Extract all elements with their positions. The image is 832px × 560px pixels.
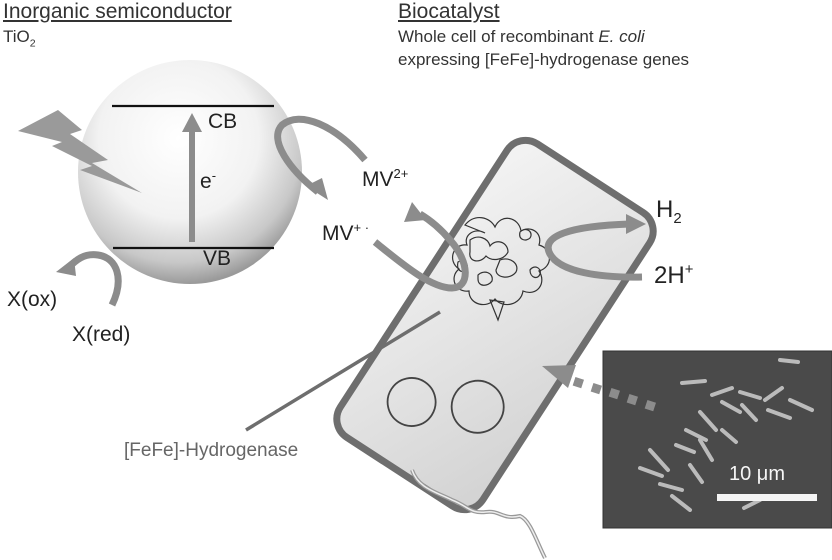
scale-bar-label: 10 μm (729, 463, 785, 485)
h2-label: H2 (656, 196, 682, 227)
cb-label: CB (208, 110, 238, 133)
micrograph-image (602, 350, 832, 529)
flagellum-highlight (411, 469, 546, 559)
mv-oxidized-label: MV2+ (362, 166, 408, 192)
vb-label: VB (203, 247, 232, 270)
micrograph-cells (638, 358, 814, 512)
proton-reduction-arrow (544, 220, 643, 281)
mv-reduced-symbol: MV (322, 222, 354, 245)
proton-label: 2H+ (654, 262, 693, 290)
mv-reduced-charge: + · (353, 220, 370, 235)
biocatalyst-description-line2: expressing [FeFe]-hydrogenase genes (398, 50, 690, 69)
vb-sacrificial-arrowhead (56, 258, 76, 276)
electron-symbol: e (200, 170, 212, 193)
biocatalyst-heading: Biocatalyst (398, 0, 500, 23)
proton-charge: + (684, 262, 694, 278)
semiconductor-heading: Inorganic semiconductor (3, 0, 232, 23)
hydrogenase-pointer-line (245, 310, 441, 432)
x-oxidized-label: X(ox) (7, 288, 58, 311)
lightning-bolt-icon (18, 110, 142, 193)
mv-reduced-label: MV+ · (322, 220, 369, 246)
scale-bar (717, 494, 817, 501)
h2-subscript: 2 (673, 210, 682, 227)
micrograph-pointer-arrow (542, 365, 656, 412)
mv-reduction-arrowhead (404, 202, 426, 222)
proton-symbol: 2H (654, 262, 685, 289)
vb-sacrificial-arrow (65, 251, 122, 307)
organism-name: E. coli (598, 27, 645, 46)
cb-to-mv-loop-arrow (274, 115, 368, 195)
description-text: Whole cell of recombinant (398, 27, 599, 46)
electron-label: e- (200, 168, 216, 194)
material-subscript: 2 (29, 37, 36, 50)
material-formula: TiO (3, 27, 30, 46)
cb-to-mv-arrowhead (306, 178, 328, 200)
plasmid-2 (450, 379, 505, 434)
mv-oxidized-charge: 2+ (393, 166, 409, 181)
proton-reduction-arrowhead (626, 214, 646, 234)
excitation-arrowhead (182, 113, 202, 132)
mv-oxidized-symbol: MV (362, 168, 394, 191)
hydrogenase-label: [FeFe]-Hydrogenase (124, 440, 299, 461)
electron-charge: - (211, 168, 217, 183)
semiconductor-material: TiO2 (3, 26, 36, 54)
biocatalyst-description-line1: Whole cell of recombinant E. coli (398, 26, 645, 48)
mv-reduction-arrow (372, 210, 469, 292)
h2-symbol: H (656, 196, 674, 223)
plasmid-1 (386, 377, 437, 427)
x-reduced-label: X(red) (72, 323, 131, 346)
